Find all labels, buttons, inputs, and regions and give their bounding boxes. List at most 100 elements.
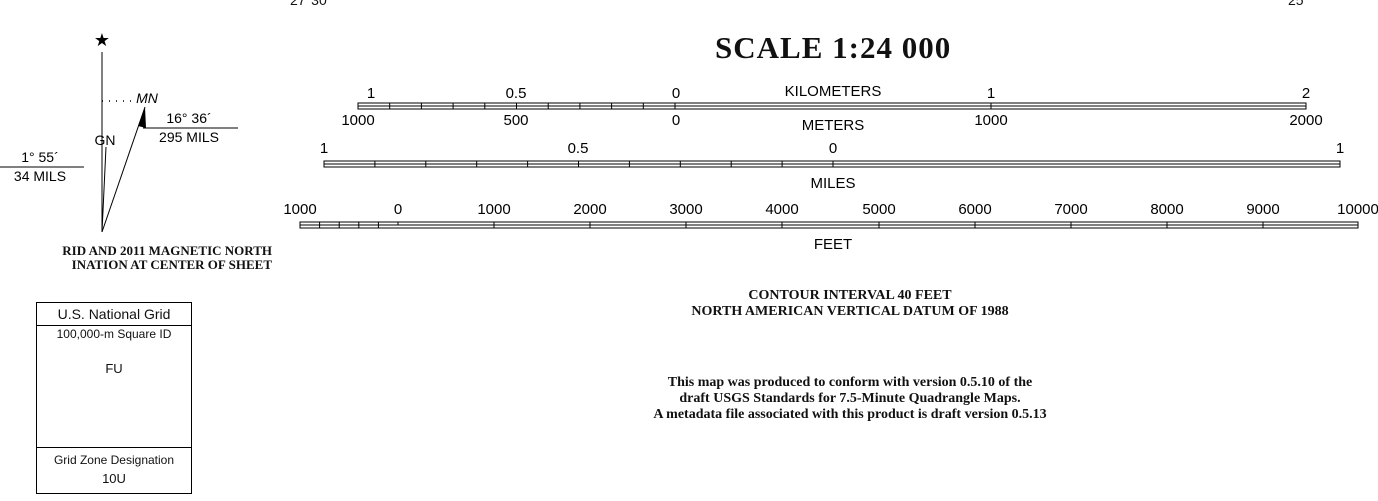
ft-major-segment bbox=[493, 224, 591, 229]
meters-labels: 1000 500 0 METERS 1000 2000 bbox=[341, 112, 1322, 134]
mi-label-0: 0 bbox=[829, 140, 837, 157]
ft-label-8000: 8000 bbox=[1150, 201, 1183, 218]
declination-diagram: ★ MN GN 16° 36´ 295 MILS 1° 55´ 34 MILS bbox=[0, 30, 238, 233]
km-segment bbox=[420, 102, 454, 107]
ft-major-segment bbox=[1166, 221, 1264, 226]
mi-label-0-5: 0.5 bbox=[568, 140, 589, 157]
ft-label-3000: 3000 bbox=[669, 201, 702, 218]
km-major-segment bbox=[990, 105, 1307, 110]
miles-bar: 1 0.5 0 1 MILES bbox=[320, 140, 1344, 192]
ft-label-10000: 10000 bbox=[1337, 201, 1378, 218]
scale-title: SCALE 1:24 000 bbox=[715, 30, 952, 65]
ft-segment bbox=[299, 221, 321, 226]
mi-label-1r: 1 bbox=[1336, 140, 1344, 157]
km-segment bbox=[389, 105, 422, 110]
usng-box: U.S. National Grid 100,000-m Square ID F… bbox=[36, 302, 192, 494]
mi-segment bbox=[527, 160, 579, 165]
ft-label-4000: 4000 bbox=[765, 201, 798, 218]
ft-label-1000l: 1000 bbox=[283, 201, 316, 218]
ft-major-segment bbox=[781, 221, 880, 226]
ft-label-0: 0 bbox=[394, 201, 402, 218]
usng-gzd-label: Grid Zone Designation bbox=[53, 453, 175, 467]
mi-segment bbox=[578, 163, 630, 168]
km-segment bbox=[484, 102, 517, 107]
mi-segment bbox=[781, 163, 834, 168]
km-segment bbox=[611, 102, 644, 107]
note-line-3: A metadata file associated with this pro… bbox=[653, 407, 1047, 422]
ft-label-7000: 7000 bbox=[1054, 201, 1087, 218]
ft-major-segment bbox=[878, 224, 976, 229]
ft-segment bbox=[377, 221, 399, 226]
m-label-2000: 2000 bbox=[1289, 112, 1322, 129]
mi-segment bbox=[730, 160, 783, 165]
m-label-0: 0 bbox=[672, 112, 680, 129]
km-segment bbox=[357, 102, 391, 107]
m-unit: METERS bbox=[802, 117, 865, 134]
mi-segment bbox=[679, 163, 732, 168]
km-segment bbox=[642, 105, 676, 110]
standards-note: This map was produced to conform with ve… bbox=[450, 375, 1250, 423]
usng-gzd-value: 10U bbox=[102, 471, 126, 486]
ft-major-segment bbox=[589, 221, 687, 226]
mi-major-segment bbox=[832, 160, 1341, 165]
ft-segment bbox=[358, 224, 379, 229]
ft-major-segment bbox=[1262, 224, 1359, 229]
declination-caption-line2: INATION AT CENTER OF SHEET bbox=[71, 257, 272, 272]
note-line-1: This map was produced to conform with ve… bbox=[667, 375, 1033, 390]
mn-angle: 16° 36´ bbox=[166, 110, 211, 126]
km-label-r1: 1 bbox=[987, 85, 995, 102]
km-bar: 1 0.5 0 KILOMETERS 1 2 bbox=[357, 83, 1310, 110]
feet-bar: 1000 0 1000 2000 3000 4000 5000 6000 700… bbox=[283, 201, 1378, 253]
ft-label-9000: 9000 bbox=[1246, 201, 1279, 218]
ft-segment bbox=[338, 221, 360, 226]
ft-label-2000: 2000 bbox=[573, 201, 606, 218]
mn-label: MN bbox=[136, 90, 159, 106]
ft-major-segment bbox=[397, 221, 495, 226]
mi-segment bbox=[323, 160, 376, 165]
km-segment bbox=[579, 105, 613, 110]
m-label-1000l: 1000 bbox=[341, 112, 374, 129]
gn-angle: 1° 55´ bbox=[21, 149, 59, 165]
mi-segment bbox=[628, 160, 681, 165]
corner-label-right: 25 bbox=[1288, 0, 1304, 8]
km-label-0: 0 bbox=[672, 85, 680, 102]
mi-segment bbox=[476, 163, 529, 168]
vertical-datum: NORTH AMERICAN VERTICAL DATUM OF 1988 bbox=[691, 304, 1009, 319]
contour-info: CONTOUR INTERVAL 40 FEET NORTH AMERICAN … bbox=[500, 288, 1200, 320]
mi-label-1l: 1 bbox=[320, 140, 328, 157]
ft-label-6000: 6000 bbox=[958, 201, 991, 218]
usng-square-id: FU bbox=[105, 361, 123, 376]
mi-segment bbox=[374, 163, 427, 168]
km-segment bbox=[516, 105, 549, 110]
km-label-1: 1 bbox=[367, 85, 375, 102]
ft-unit: FEET bbox=[814, 236, 852, 253]
km-segment bbox=[547, 102, 581, 107]
star-icon: ★ bbox=[94, 30, 110, 50]
declination-caption-line1: RID AND 2011 MAGNETIC NORTH bbox=[62, 243, 272, 258]
ft-label-5000: 5000 bbox=[862, 201, 895, 218]
mn-mils: 295 MILS bbox=[159, 129, 219, 145]
usng-divider bbox=[37, 447, 191, 448]
km-segment bbox=[452, 105, 486, 110]
km-label-0-5: 0.5 bbox=[506, 85, 527, 102]
declination-caption: RID AND 2011 MAGNETIC NORTH INATION AT C… bbox=[0, 244, 272, 272]
ft-segment bbox=[319, 224, 340, 229]
ft-major-segment bbox=[974, 221, 1072, 226]
gn-mils: 34 MILS bbox=[14, 168, 66, 184]
usng-square-label: 100,000-m Square ID bbox=[56, 327, 172, 341]
ft-label-1000: 1000 bbox=[477, 201, 510, 218]
m-label-1000r: 1000 bbox=[974, 112, 1007, 129]
km-unit: KILOMETERS bbox=[785, 83, 882, 100]
mi-segment bbox=[425, 160, 478, 165]
contour-interval: CONTOUR INTERVAL 40 FEET bbox=[748, 288, 952, 303]
m-label-500: 500 bbox=[503, 112, 528, 129]
note-line-2: draft USGS Standards for 7.5-Minute Quad… bbox=[679, 391, 1021, 406]
km-major-segment bbox=[674, 102, 992, 107]
ft-major-segment bbox=[1070, 224, 1168, 229]
corner-label-left: 27°30´ bbox=[290, 0, 332, 8]
gn-label: GN bbox=[95, 132, 116, 148]
km-label-r2: 2 bbox=[1302, 85, 1310, 102]
ft-major-segment bbox=[685, 224, 783, 229]
mi-unit: MILES bbox=[810, 175, 855, 192]
